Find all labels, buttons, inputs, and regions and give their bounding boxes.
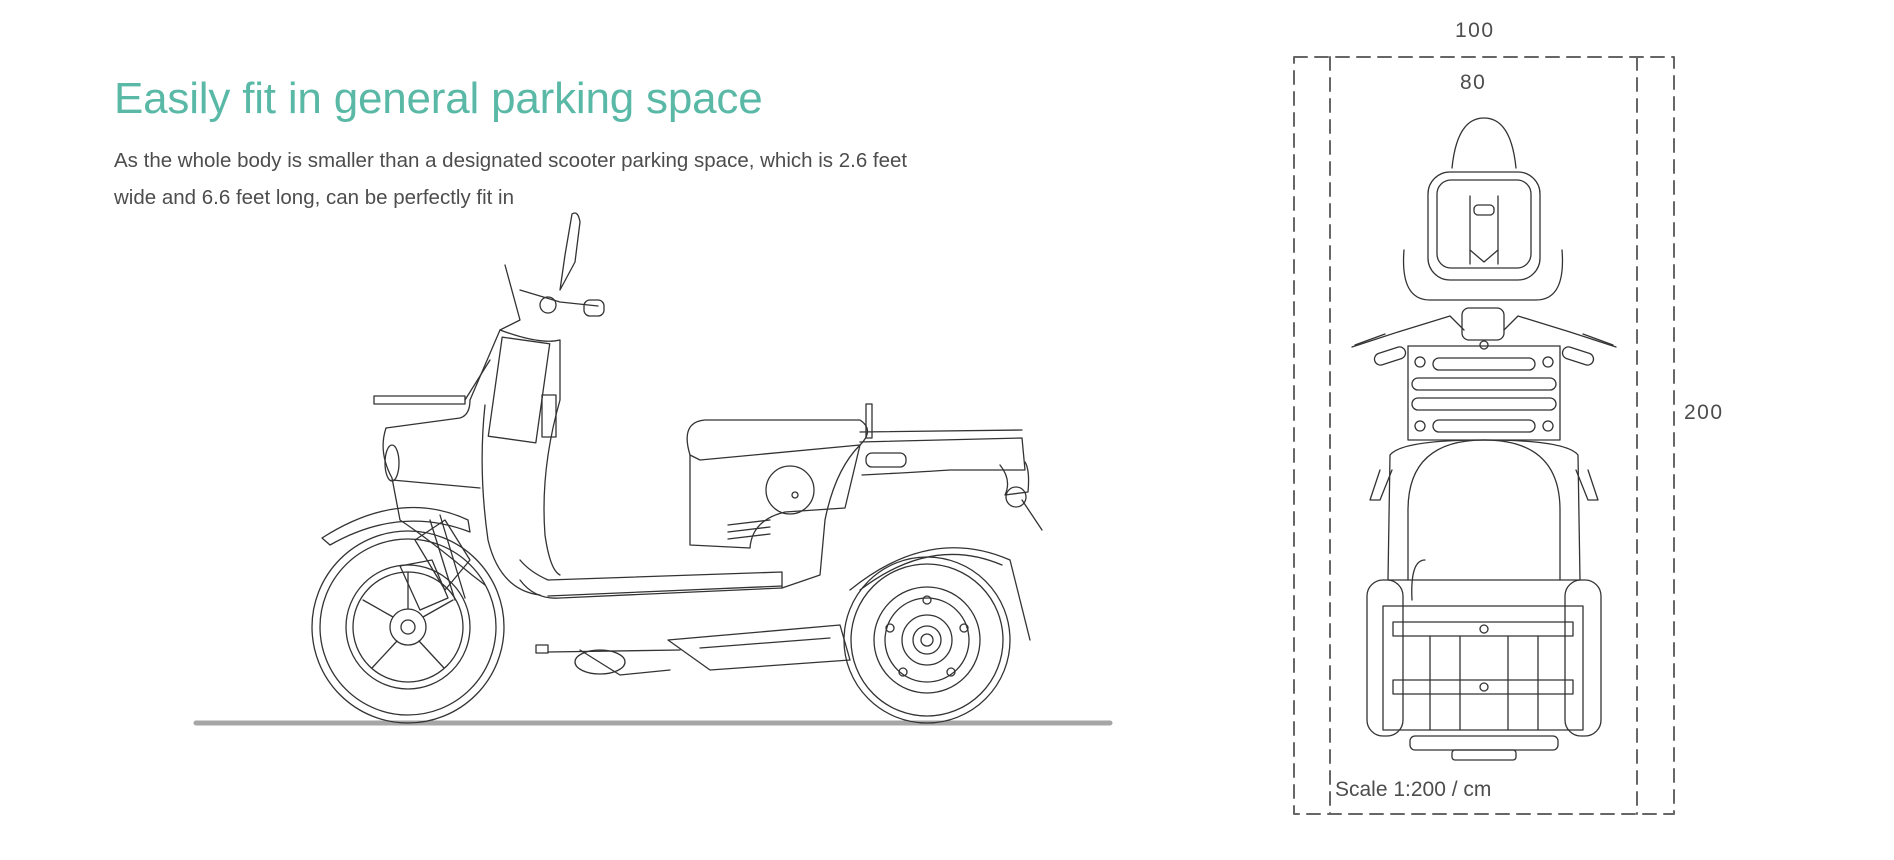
rear-wheel [843,556,1011,724]
length-label: 200 [1684,401,1724,424]
scooter-top-view [1351,117,1617,761]
scooter-side-view [193,212,1113,726]
page-title: Easily fit in general parking space [114,74,763,123]
outer-width-label: 100 [1455,19,1495,42]
outer-space-outline [1293,56,1675,815]
parking-space-outlines [1293,56,1675,815]
inner-width-label: 80 [1460,71,1487,94]
description-line-2: wide and 6.6 feet long, can be perfectly… [114,186,515,209]
description-line-1: As the whole body is smaller than a desi… [114,149,908,172]
front-wheel [311,530,505,724]
description: As the whole body is smaller than a desi… [114,142,934,216]
scale-label: Scale 1:200 / cm [1335,778,1492,801]
